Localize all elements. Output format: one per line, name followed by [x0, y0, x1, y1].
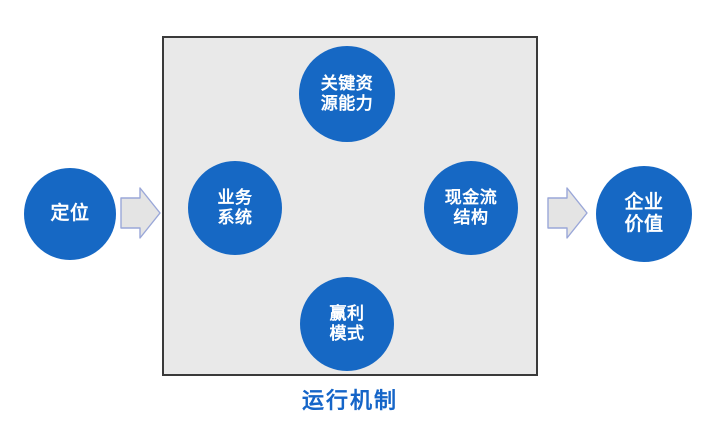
node-cash-flow-structure-line-2: 结构 [453, 208, 489, 227]
node-key-resource-capability[interactable]: 关键资 源能力 [299, 46, 395, 142]
node-profit-model-line-2: 模式 [329, 324, 365, 343]
node-profit-model-line-1: 赢利 [329, 303, 365, 323]
node-business-system[interactable]: 业务 系统 [188, 161, 282, 255]
node-cash-flow-structure-line-1: 现金流 [444, 187, 498, 207]
node-business-system-line-2: 系统 [217, 208, 253, 227]
arrow-mechanism-to-value [547, 187, 588, 239]
node-profit-model[interactable]: 赢利 模式 [300, 277, 394, 371]
node-positioning[interactable]: 定位 [24, 168, 116, 260]
node-enterprise-value-line-1: 企业 [624, 191, 664, 213]
node-positioning-line-1: 定位 [50, 202, 90, 224]
arrow-positioning-to-mechanism [120, 187, 161, 239]
node-key-resource-capability-line-1: 关键资 [320, 73, 374, 93]
node-enterprise-value-line-2: 价值 [624, 214, 664, 235]
node-business-system-line-1: 业务 [217, 187, 253, 207]
mechanism-caption: 运行机制 [301, 388, 398, 413]
node-cash-flow-structure[interactable]: 现金流 结构 [424, 161, 518, 255]
node-key-resource-capability-line-2: 源能力 [320, 94, 374, 113]
node-enterprise-value[interactable]: 企业 价值 [596, 166, 692, 262]
